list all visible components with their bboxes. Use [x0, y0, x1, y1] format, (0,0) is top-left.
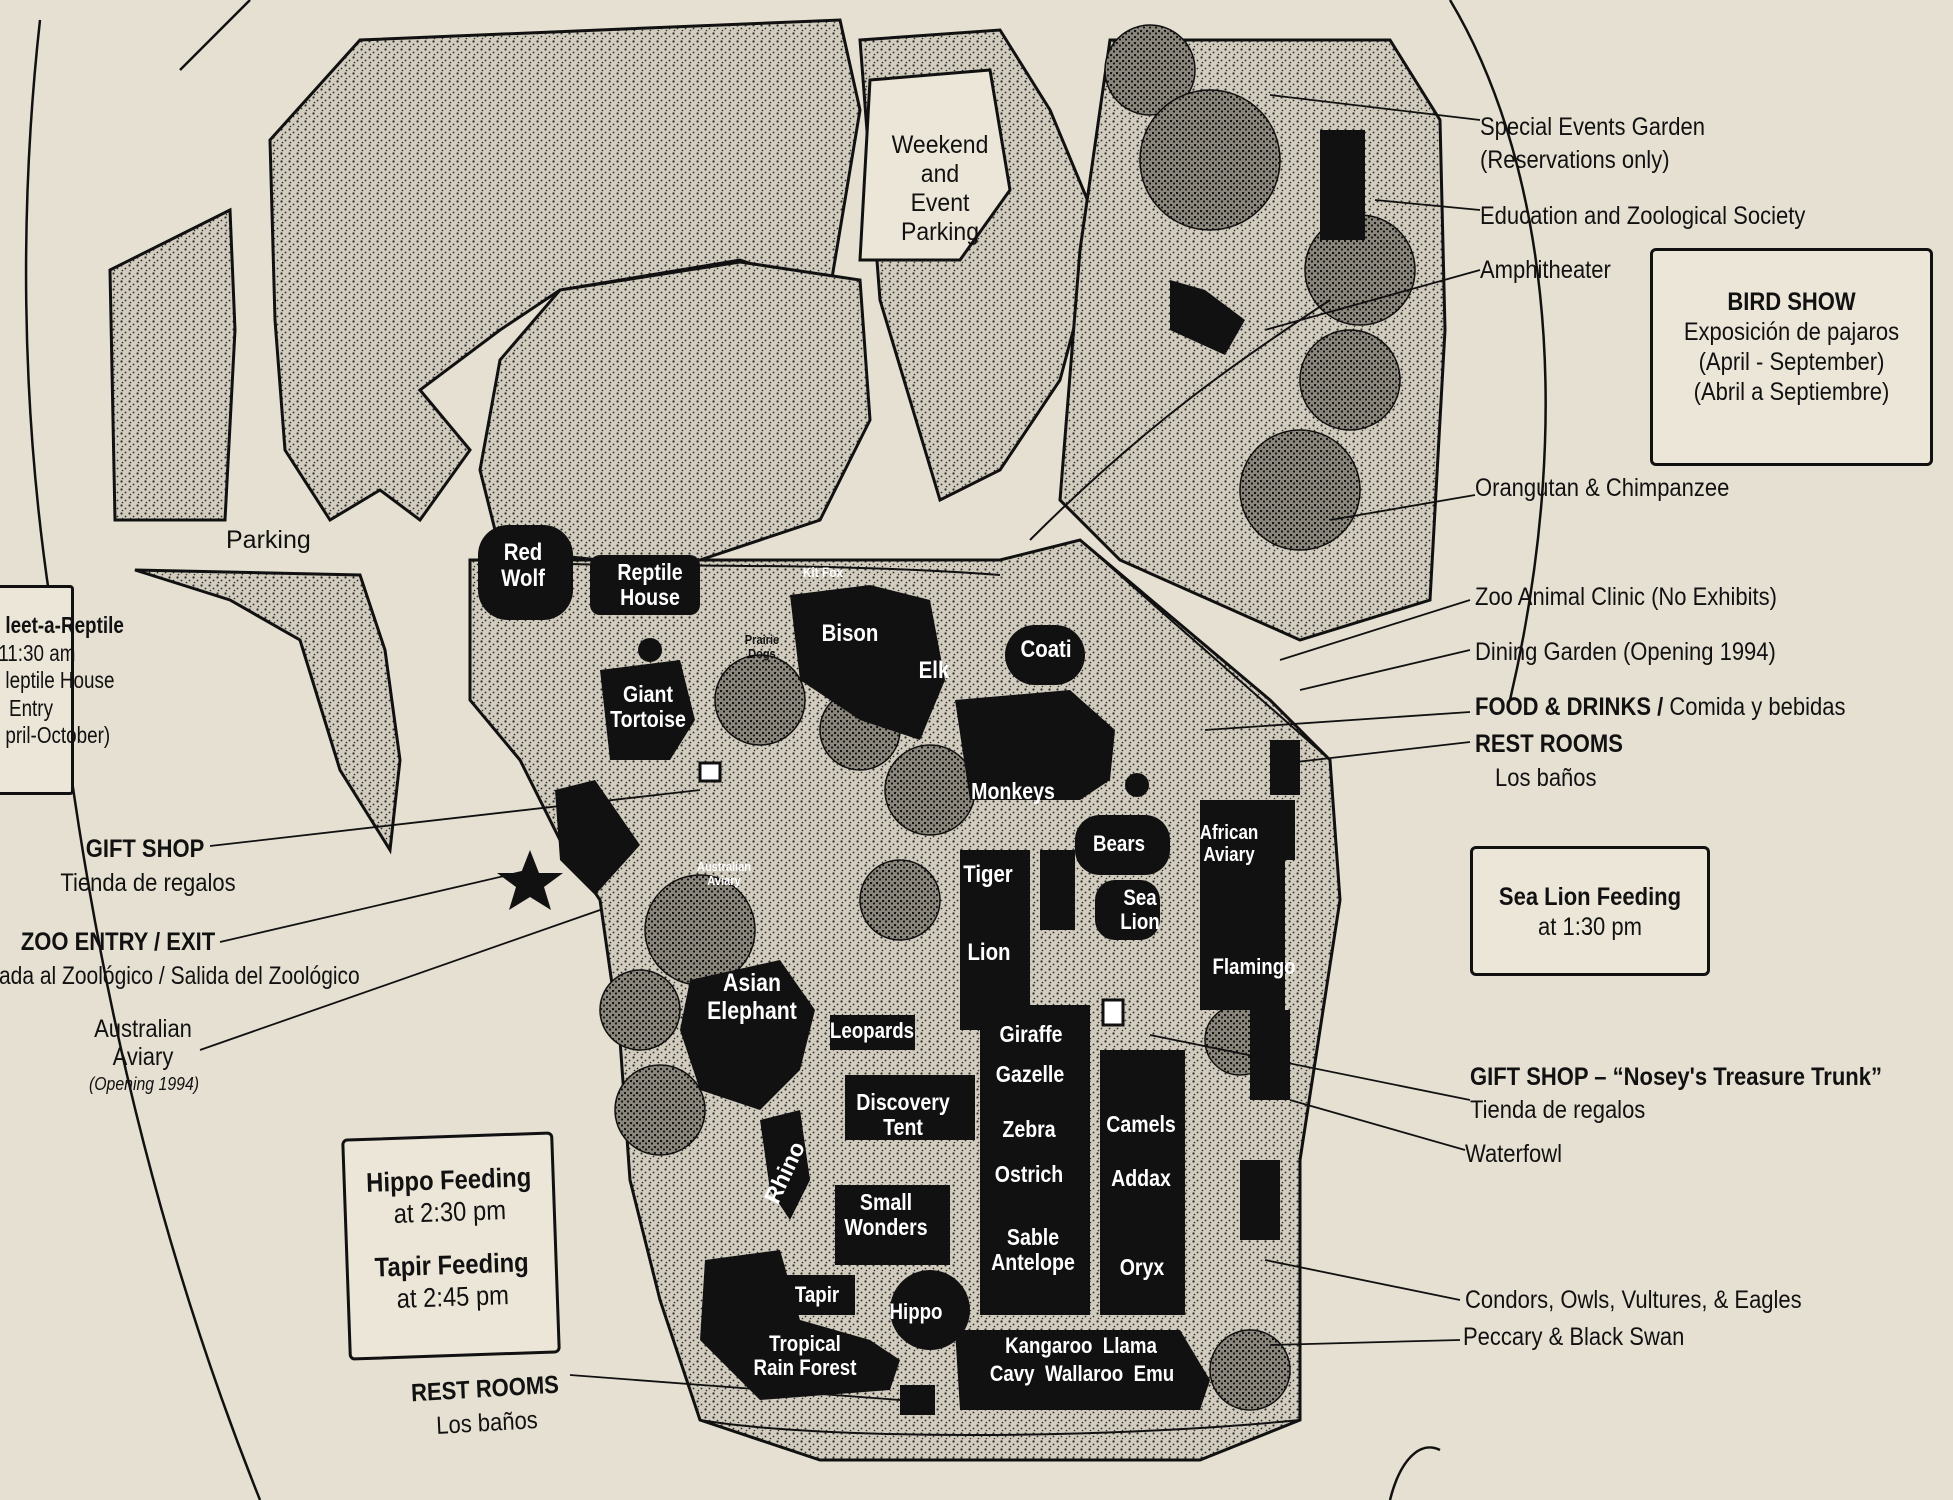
- gazelle-label: Gazelle: [995, 1061, 1065, 1087]
- meet-a-reptile-title: leet-a-Reptile: [5, 612, 124, 638]
- weekend-line-1: Weekend: [891, 131, 989, 159]
- meet-a-reptile-box: leet-a-Reptile 11:30 am leptile House En…: [0, 585, 124, 795]
- dining-label: Dining Garden (Opening 1994): [1475, 638, 1776, 666]
- food-drinks-label: FOOD & DRINKS / Comida y bebidas: [1475, 693, 1845, 722]
- oryx-label: Oryx: [1119, 1254, 1165, 1280]
- exhibit-blocks: [478, 130, 1365, 1415]
- weekend-line-4: Parking: [901, 218, 979, 246]
- lion-label: Lion: [967, 939, 1011, 966]
- flamingo-label: Flamingo: [1212, 954, 1296, 979]
- addax-label: Addax: [1111, 1165, 1171, 1191]
- parking-label: Parking: [226, 526, 311, 554]
- gift-shop-right-label: GIFT SHOP – “Nosey's Treasure Trunk”: [1470, 1063, 1882, 1091]
- gift-icon: [698, 761, 722, 783]
- parking-lots: [108, 18, 1102, 855]
- meet-a-reptile-line1: 11:30 am: [0, 639, 76, 666]
- kit-fox-label: Kit Fox: [802, 564, 844, 580]
- leader-lines: [199, 94, 1481, 1401]
- entrance-gate: [555, 780, 640, 895]
- restrooms-left-sub: Los baños: [435, 1406, 539, 1441]
- gift-shop-right-sub: Tienda de regalos: [1470, 1096, 1646, 1124]
- restrooms-right-sub: Los baños: [1495, 764, 1597, 792]
- food-drinks-bold: FOOD & DRINKS /: [1475, 693, 1664, 721]
- weekend-event-lot: [858, 68, 1012, 262]
- elk-label: Elk: [918, 657, 950, 684]
- bird-show-line1: Exposición de pajaros: [1683, 318, 1900, 346]
- sea-lion-box-title: Sea Lion Feeding: [1498, 883, 1682, 911]
- hippo-label: Hippo: [889, 1299, 943, 1324]
- hippo-feeding-box: Hippo Feeding at 2:30 pm Tapir Feeding a…: [341, 1131, 561, 1361]
- leopards-label: Leopards: [829, 1018, 915, 1043]
- orangutan-label: Orangutan & Chimpanzee: [1475, 474, 1730, 502]
- walkways: [479, 299, 1331, 1436]
- sea-lion-box: Sea Lion Feeding at 1:30 pm: [1470, 846, 1710, 976]
- australian-aviary-label-2: Aviary: [112, 1043, 174, 1071]
- waterfowl-label: Waterfowl: [1465, 1140, 1562, 1168]
- special-events-sub: (Reservations only): [1480, 146, 1670, 174]
- meet-a-reptile-line4: pril-October): [5, 722, 111, 749]
- clinic-label: Zoo Animal Clinic (No Exhibits): [1475, 583, 1777, 611]
- tree-clusters: [599, 24, 1416, 1411]
- amphitheater-label: Amphitheater: [1480, 256, 1611, 284]
- cavy-wallaroo-emu-label: Cavy Wallaroo Emu: [989, 1361, 1175, 1386]
- peccary-label: Peccary & Black Swan: [1463, 1323, 1685, 1351]
- camels-label: Camels: [1106, 1111, 1176, 1137]
- monkeys-label: Monkeys: [971, 778, 1055, 804]
- zoo-entry-label: ZOO ENTRY / EXIT: [20, 928, 216, 956]
- australian-aviary-label-3: (Opening 1994): [88, 1074, 200, 1094]
- weekend-parking-label: Weekend and Event Parking: [892, 131, 989, 247]
- sea-lion-box-line1: at 1:30 pm: [1538, 913, 1642, 941]
- gift-shop-left-label: GIFT SHOP: [85, 835, 205, 863]
- kangaroo-llama-label: Kangaroo Llama: [1005, 1333, 1157, 1358]
- weekend-line-3: Event: [910, 189, 970, 217]
- zoo-entry-sub: rada al Zoológico / Salida del Zoológico: [0, 962, 360, 990]
- hippo-feeding-time: at 2:30 pm: [393, 1195, 507, 1230]
- tapir-label: Tapir: [794, 1282, 840, 1307]
- restrooms-right-label: REST ROOMS: [1475, 730, 1623, 758]
- bird-show-line3: (Abril a Septiembre): [1693, 378, 1890, 406]
- bird-show-line2: (April - September): [1698, 348, 1885, 376]
- bird-show-box: BIRD SHOW Exposición de pajaros (April -…: [1650, 248, 1933, 466]
- condors-label: Condors, Owls, Vultures, & Eagles: [1465, 1286, 1802, 1314]
- weekend-line-2: and: [920, 160, 960, 188]
- zebra-label: Zebra: [1002, 1116, 1056, 1142]
- bears-label: Bears: [1093, 831, 1145, 856]
- coati-label: Coati: [1020, 636, 1072, 663]
- bird-show-title: BIRD SHOW: [1727, 288, 1856, 316]
- ostrich-label: Ostrich: [994, 1161, 1064, 1187]
- meet-a-reptile-line2: leptile House: [5, 667, 115, 694]
- tapir-feeding-time: at 2:45 pm: [396, 1280, 510, 1315]
- food-drinks-es: Comida y bebidas: [1663, 693, 1846, 721]
- australian-aviary-label-1: Australian: [94, 1015, 192, 1043]
- special-events-label: Special Events Garden: [1480, 113, 1706, 141]
- bison-label: Bison: [821, 620, 879, 647]
- entry-star-icon: [497, 850, 563, 910]
- tiger-label: Tiger: [963, 861, 1013, 888]
- giraffe-label: Giraffe: [999, 1021, 1063, 1047]
- gift-shop-left-sub: Tienda de regalos: [60, 869, 236, 897]
- meet-a-reptile-line3: Entry: [8, 694, 54, 721]
- education-label: Education and Zoological Society: [1480, 202, 1806, 230]
- gift-icon: [1101, 998, 1125, 1027]
